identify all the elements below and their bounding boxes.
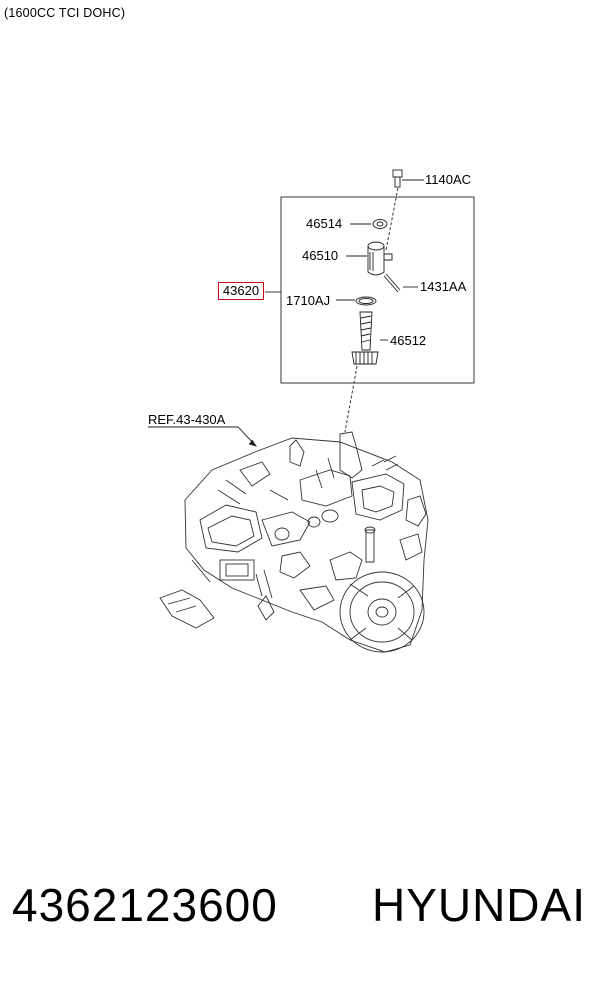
part-number: 4362123600 bbox=[12, 879, 278, 931]
assembly-part-number-highlight: 43620 bbox=[218, 282, 264, 300]
part-label-seal: 46514 bbox=[306, 216, 343, 231]
transmission-assembly bbox=[159, 431, 429, 653]
part-label-housing: 46510 bbox=[302, 248, 339, 263]
pin-shape bbox=[383, 273, 418, 293]
housing-shape bbox=[346, 241, 393, 276]
engine-spec-header: (1600CC TCI DOHC) bbox=[4, 6, 126, 20]
part-label-bolt: 1140AC bbox=[425, 172, 472, 187]
bolt-shape bbox=[392, 169, 424, 188]
part-label-oring: 1710AJ bbox=[286, 293, 331, 308]
part-label-gear: 46512 bbox=[390, 333, 427, 348]
assembly-frame bbox=[280, 196, 475, 384]
reference-label: REF.43-430A bbox=[148, 412, 226, 427]
oring-shape bbox=[336, 296, 377, 306]
seal-shape bbox=[350, 219, 388, 229]
driven-gear-shape bbox=[351, 311, 388, 365]
part-label-pin: 1431AA bbox=[420, 279, 467, 294]
brand-name: HYUNDAI bbox=[371, 879, 586, 931]
